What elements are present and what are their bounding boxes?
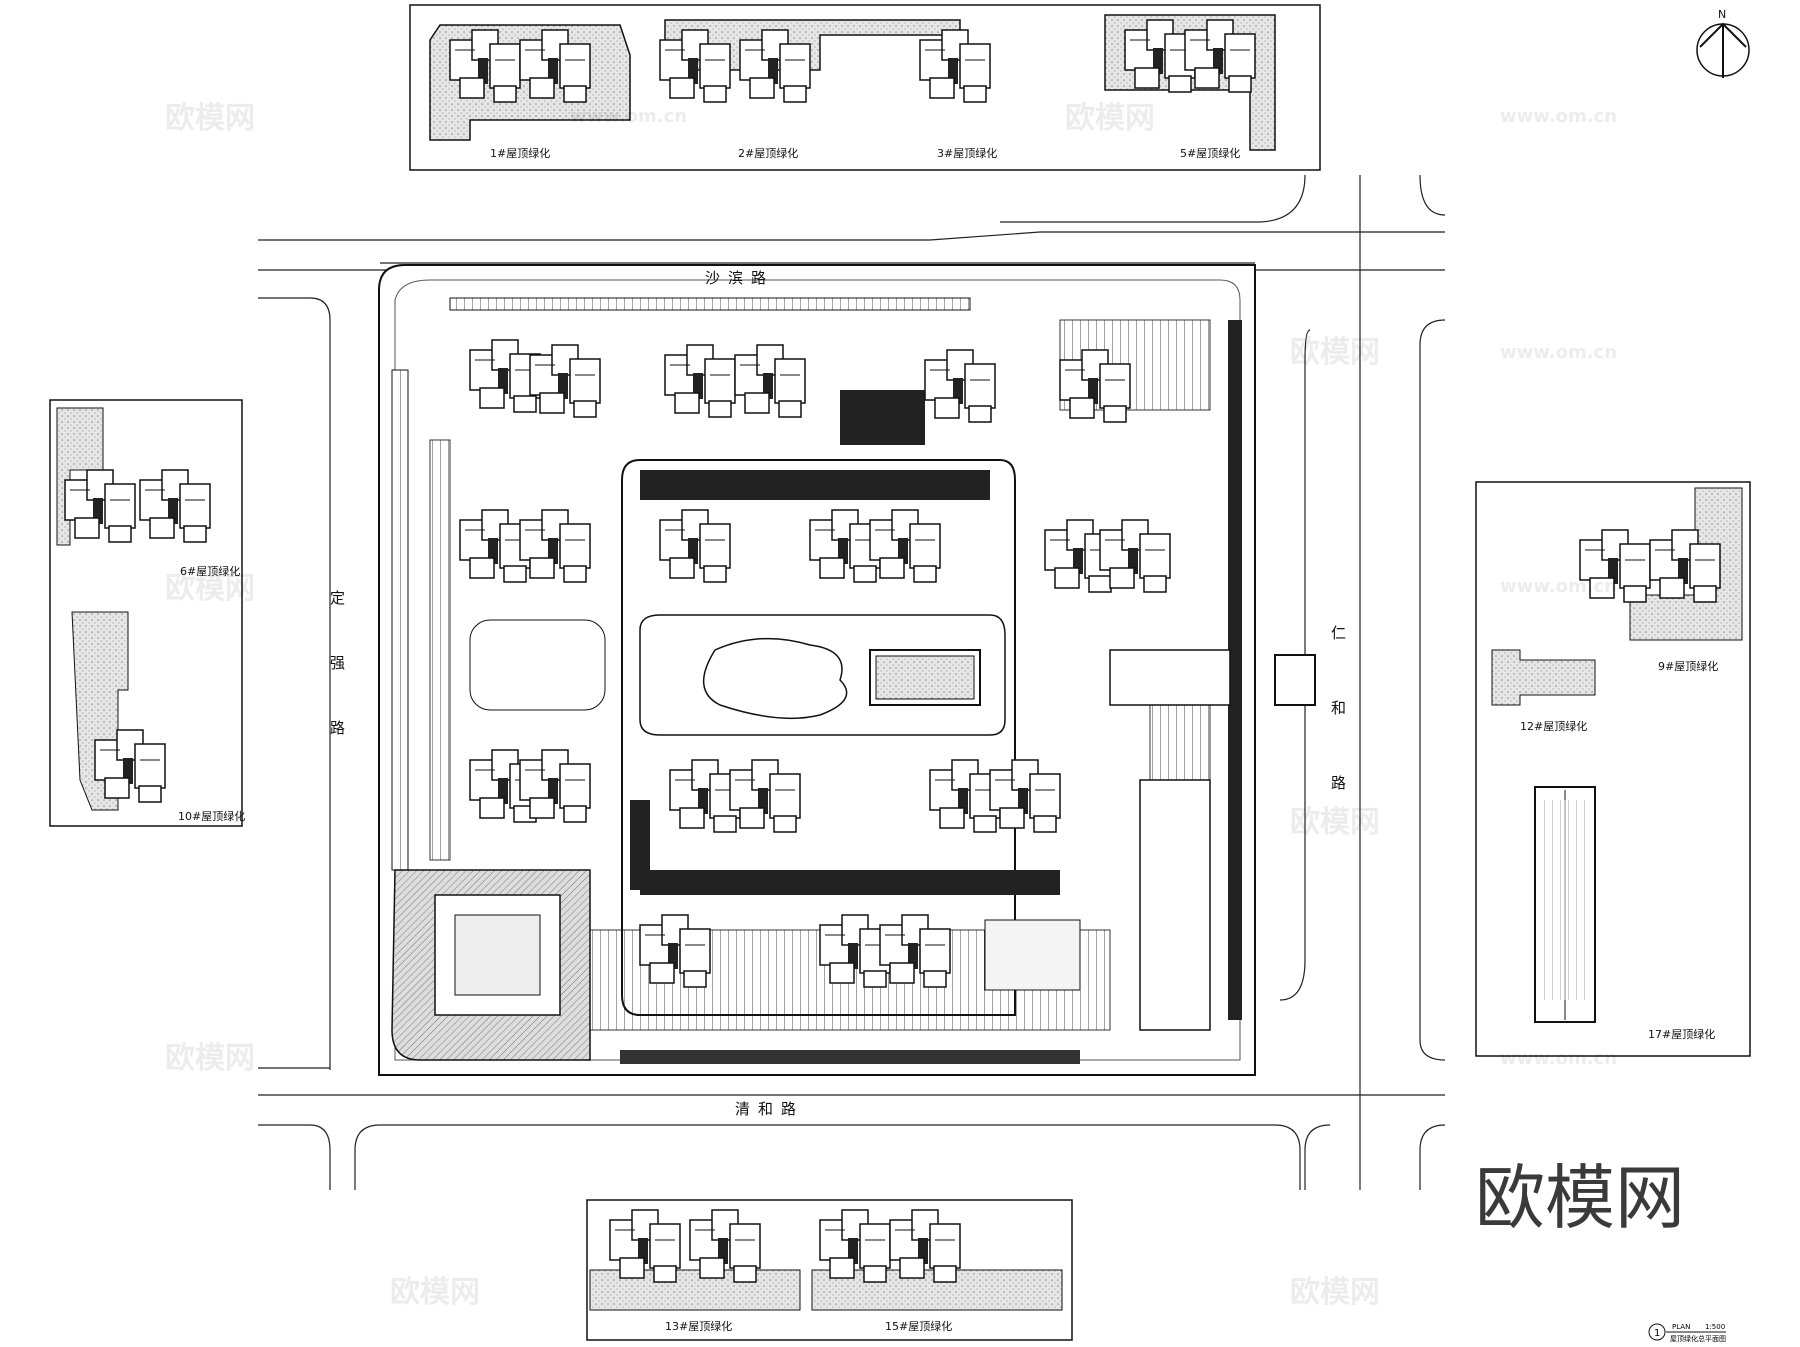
roof-panel-bottom: [586, 1199, 1073, 1341]
roof-panel-right: [1475, 481, 1751, 1057]
watermark-brand: 欧模网: [165, 571, 255, 606]
watermark-url: www.om.cn: [1500, 342, 1617, 363]
site-boundary: [378, 264, 1316, 1076]
road-name-north: 沙滨路: [705, 269, 774, 287]
north-arrow-icon: [1696, 22, 1750, 78]
roof-label-15: 15#屋顶绿化: [885, 1319, 952, 1333]
caption-plan: PLAN: [1672, 1323, 1690, 1331]
road-name-south: 清和路: [735, 1100, 804, 1118]
road-name-east: 仁和路: [1329, 625, 1347, 850]
watermark-brand: 欧模网: [1290, 805, 1380, 840]
roof-panel-top: [409, 4, 1321, 171]
watermark-brand: 欧模网: [165, 1041, 255, 1076]
watermark-brand: 欧模网: [165, 101, 255, 136]
roof-panel-left: [49, 399, 243, 827]
roof-label-12: 12#屋顶绿化: [1520, 719, 1587, 733]
watermark-url: www.om.cn: [1500, 576, 1617, 597]
roof-label-17: 17#屋顶绿化: [1648, 1027, 1715, 1041]
roof-label-1: 1#屋顶绿化: [490, 146, 550, 160]
roof-label-10: 10#屋顶绿化: [178, 809, 245, 823]
road-name-west: 定强路: [328, 590, 346, 785]
roof-label-3: 3#屋顶绿化: [937, 146, 997, 160]
watermark-brand: 欧模网: [390, 1275, 480, 1310]
north-label: N: [1718, 8, 1726, 21]
watermark-url: www.om.cn: [1500, 1048, 1617, 1069]
watermark-url: www.om.cn: [570, 106, 687, 127]
roof-label-13: 13#屋顶绿化: [665, 1319, 732, 1333]
watermark-brand: 欧模网: [1065, 101, 1155, 136]
caption-number: 1: [1654, 1328, 1660, 1339]
watermark-url: www.om.cn: [1500, 106, 1617, 127]
roof-label-9: 9#屋顶绿化: [1658, 659, 1718, 673]
caption-title: 屋顶绿化总平面图: [1670, 1334, 1726, 1343]
watermark-brand-large: 欧模网: [1475, 1157, 1685, 1239]
watermark-brand: 欧模网: [1290, 1275, 1380, 1310]
roof-label-6: 6#屋顶绿化: [180, 564, 240, 578]
plan-caption: 1 PLAN 1:500 屋顶绿化总平面图: [1648, 1323, 1726, 1343]
caption-scale: 1:500: [1705, 1323, 1725, 1331]
watermark-brand: 欧模网: [1290, 335, 1380, 370]
roof-label-2: 2#屋顶绿化: [738, 146, 798, 160]
roof-label-5: 5#屋顶绿化: [1180, 146, 1240, 160]
